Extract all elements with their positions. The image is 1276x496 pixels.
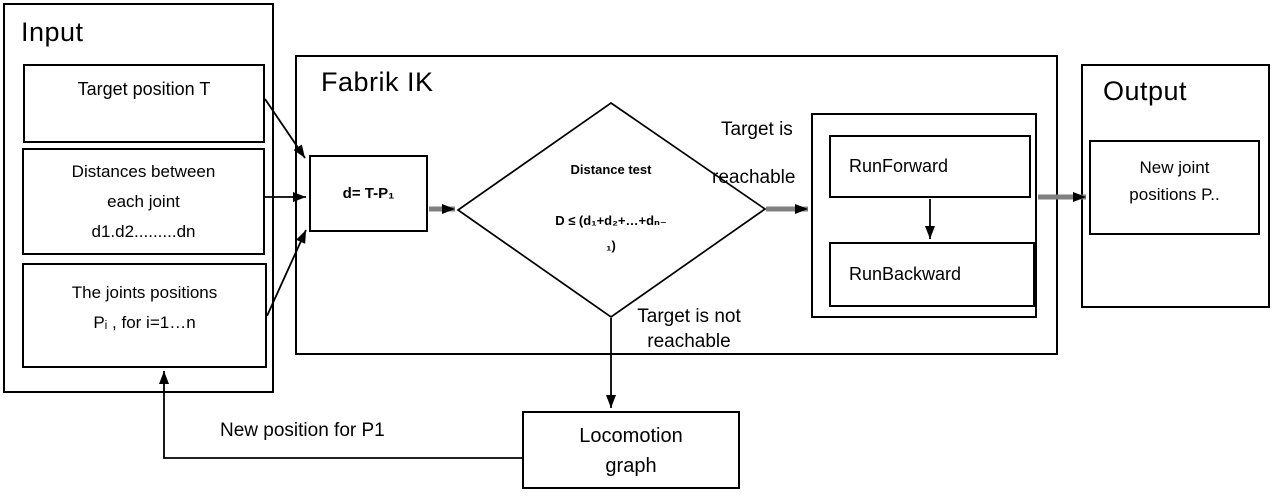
distances-text-line2: each joint bbox=[107, 192, 180, 211]
locomotion-graph-box: Locomotion graph bbox=[522, 411, 740, 489]
output-group-title: Output bbox=[1103, 76, 1188, 106]
distance-test-formula-line2: ₁) bbox=[606, 238, 616, 253]
distance-test-diamond-text: Distance test D ≤ (d₁+d₂+…+dₙ₋ ₁) bbox=[503, 162, 719, 258]
target-reachable-label-line2: reachable bbox=[712, 167, 796, 188]
target-reachable-label-line1: Target is bbox=[721, 119, 793, 140]
new-joint-positions-line1: New joint bbox=[1139, 158, 1210, 177]
distance-test-title: Distance test bbox=[570, 162, 652, 177]
distances-text-line3: d1.d2.........dn bbox=[91, 222, 196, 241]
locomotion-graph-line2: graph bbox=[605, 455, 657, 477]
run-backward-text: RunBackward bbox=[849, 264, 962, 284]
d-formula-text: d= T-P₁ bbox=[342, 185, 395, 202]
run-backward-box: RunBackward bbox=[829, 242, 1035, 307]
d-formula-box: d= T-P₁ bbox=[309, 155, 428, 232]
new-joint-positions-line2: positions P.. bbox=[1129, 185, 1220, 204]
joint-positions-text-line2: Pᵢ , for i=1…n bbox=[93, 313, 196, 332]
target-position-text: Target position T bbox=[77, 79, 211, 99]
new-joint-positions-box: New joint positions P.. bbox=[1089, 140, 1260, 235]
joint-positions-box: The joints positions Pᵢ , for i=1…n bbox=[22, 263, 267, 368]
target-not-reachable-line1: Target is not bbox=[637, 306, 741, 327]
target-position-box: Target position T bbox=[23, 64, 265, 143]
input-group-title: Input bbox=[21, 17, 84, 47]
joint-positions-text-line1: The joints positions bbox=[71, 283, 218, 302]
target-not-reachable-line2: reachable bbox=[647, 331, 731, 352]
run-forward-text: RunForward bbox=[849, 156, 949, 176]
fabrik-ik-group-title: Fabrik IK bbox=[321, 67, 434, 97]
distances-text-line1: Distances between bbox=[71, 162, 216, 181]
distance-test-formula-line1: D ≤ (d₁+d₂+…+dₙ₋ bbox=[555, 213, 667, 228]
target-not-reachable-label: Target is not reachable bbox=[604, 304, 774, 354]
run-forward-box: RunForward bbox=[829, 135, 1031, 198]
distances-box: Distances between each joint d1.d2......… bbox=[22, 148, 265, 255]
new-position-feedback-label: New position for P1 bbox=[220, 420, 385, 441]
locomotion-graph-line1: Locomotion bbox=[579, 425, 683, 447]
